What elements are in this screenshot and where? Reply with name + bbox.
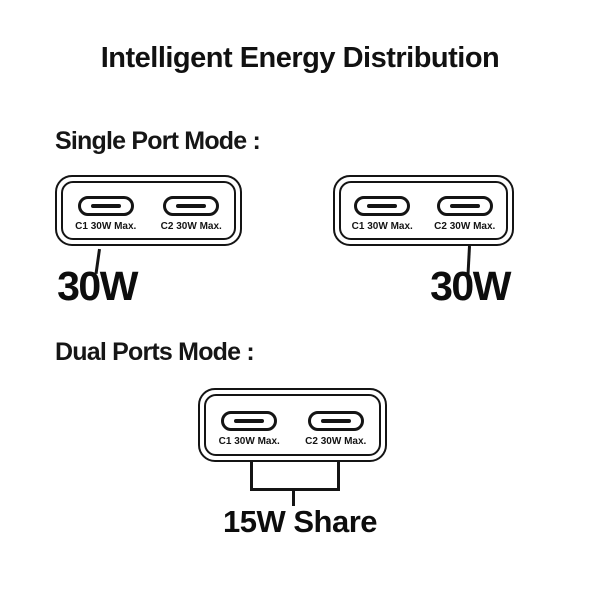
usb-c-port-icon: [354, 196, 411, 216]
usb-c-tongue: [449, 204, 480, 208]
port-label: C2 30W Max.: [160, 221, 222, 232]
port-label: C2 30W Max.: [305, 435, 367, 447]
port-c1: C1 30W Max.: [352, 196, 413, 232]
port-label: C1 30W Max.: [351, 221, 413, 232]
dual-ports-mode-label: Dual Ports Mode :: [55, 338, 255, 366]
usb-c-port-icon: [77, 196, 134, 216]
charger-front-dual: C1 30W Max. C2 30W Max.: [198, 388, 387, 462]
port-c2: C2 30W Max.: [305, 410, 367, 447]
port-label: C2 30W Max.: [434, 221, 496, 232]
usb-c-tongue: [320, 418, 351, 423]
port-c1: C1 30W Max.: [75, 196, 136, 232]
output-share-wattage: 15W Share: [222, 504, 378, 539]
port-c2: C2 30W Max.: [434, 196, 495, 232]
share-bracket-left-line: [250, 460, 253, 490]
usb-c-port-icon: [221, 410, 278, 431]
charger-front-single-c1: C1 30W Max. C2 30W Max.: [55, 175, 242, 246]
port-c2: C2 30W Max.: [161, 196, 222, 232]
usb-c-tongue: [176, 204, 207, 208]
share-bracket-center-line: [292, 490, 295, 506]
port-c1: C1 30W Max.: [218, 410, 280, 447]
usb-c-tongue: [234, 418, 265, 423]
charger-front-single-c2: C1 30W Max. C2 30W Max.: [333, 175, 514, 246]
port-label: C1 30W Max.: [75, 221, 137, 232]
single-port-mode-label: Single Port Mode :: [55, 127, 261, 155]
usb-c-port-icon: [436, 196, 493, 216]
output-wattage-right: 30W: [430, 263, 511, 309]
page-title: Intelligent Energy Distribution: [100, 42, 500, 74]
charger-faceplate: C1 30W Max. C2 30W Max.: [204, 394, 381, 456]
usb-c-port-icon: [307, 410, 364, 431]
output-wattage-left: 30W: [57, 263, 138, 309]
usb-c-tongue: [90, 204, 121, 208]
share-bracket-horizontal-line: [250, 488, 340, 491]
share-bracket-right-line: [337, 460, 340, 490]
usb-c-port-icon: [163, 196, 220, 216]
charger-faceplate: C1 30W Max. C2 30W Max.: [61, 181, 236, 240]
usb-c-tongue: [367, 204, 398, 208]
charger-faceplate: C1 30W Max. C2 30W Max.: [339, 181, 508, 240]
port-label: C1 30W Max.: [218, 435, 280, 447]
